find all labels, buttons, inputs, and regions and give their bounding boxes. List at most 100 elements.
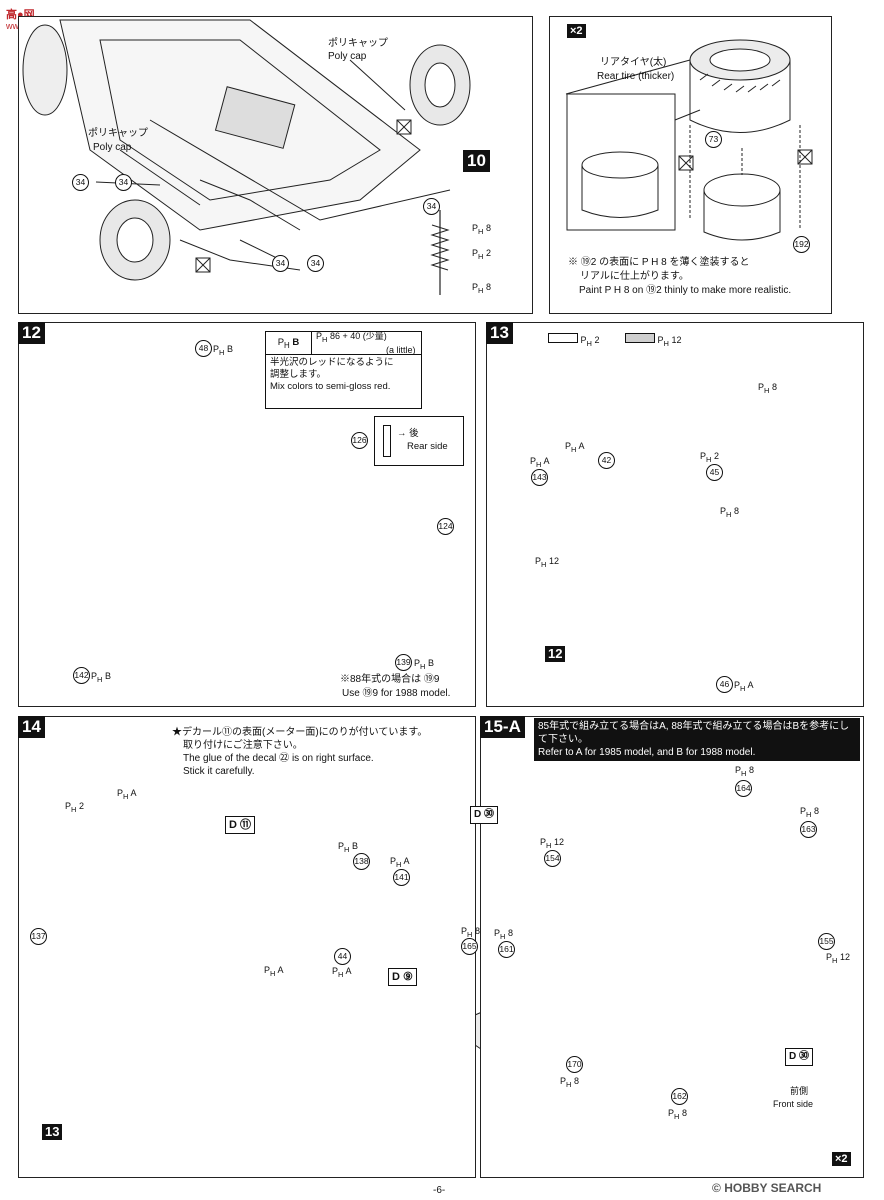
- part-170-paint: PH 8: [560, 1076, 579, 1089]
- polycap-left-en: Poly cap: [93, 142, 132, 153]
- part-170-paint-value: 8: [573, 1076, 579, 1086]
- part-46: 46: [716, 676, 733, 693]
- part-34-shock: 34: [423, 198, 440, 215]
- paint-ph-2-value: 2: [485, 248, 491, 258]
- part-154-paint-value: 12: [553, 837, 564, 847]
- legend-ph-2: PH 2: [548, 333, 599, 350]
- hobby-search-watermark: © HOBBY SEARCH: [712, 1182, 821, 1194]
- part-143-paint: PH A: [530, 456, 550, 469]
- part-lever-paint: PH A: [264, 965, 284, 978]
- step-15-header: 85年式で組み立てる場合はA, 88年式で組み立てる場合はBを参考にして下さい。…: [534, 718, 860, 761]
- step-14-paint-2-value: 2: [78, 801, 84, 811]
- polycap-top-en: Poly cap: [328, 51, 367, 62]
- part-138: 138: [353, 853, 370, 870]
- step-12-note-jp: ※88年式の場合は ⑲9: [340, 674, 440, 685]
- front-side-en: Front side: [773, 1099, 814, 1109]
- warn-en-1: The glue of the decal ㉒ is on right surf…: [183, 753, 374, 764]
- paint-mix-ph-b: PH B: [266, 332, 312, 354]
- step-12-number: 12: [18, 322, 45, 344]
- part-137: 137: [30, 928, 47, 945]
- paint-mix-formula-sub: (a little): [386, 344, 416, 355]
- part-48-paint: PH B: [213, 344, 233, 357]
- part-163-paint: PH 8: [800, 806, 819, 819]
- polycap-left-jp: ポリキャップ: [88, 128, 148, 139]
- part-46-paint: PH A: [734, 680, 754, 693]
- part-42-paint-code: A: [578, 441, 585, 451]
- step-14-number: 14: [18, 716, 45, 738]
- part-45-paint-2: PH 2: [700, 451, 719, 464]
- step-15-number: 15-A: [480, 716, 525, 738]
- decal-9: D ⑨: [388, 968, 417, 986]
- step-13-paint-8-value: 8: [771, 382, 777, 392]
- part-34-c: 34: [272, 255, 289, 272]
- mix-jp-1: 半光沢のレッドになるように: [270, 357, 394, 368]
- rear-side-jp-text: 後: [409, 428, 419, 439]
- part-163: 163: [800, 821, 817, 838]
- part-44-paint: PH A: [332, 966, 352, 979]
- polycap-top-jp: ポリキャップ: [328, 38, 388, 49]
- rear-tire-en: Rear tire (thicker): [597, 71, 675, 82]
- part-170: 170: [566, 1056, 583, 1073]
- step-15-decal-30-inset: D ㉚: [785, 1048, 813, 1066]
- step-13-panel: [486, 322, 864, 707]
- step-12-panel: [18, 322, 476, 707]
- part-155-paint: PH 12: [826, 952, 850, 965]
- rear-tire-note-en: Paint P H 8 on ⑲2 thinly to make more re…: [579, 285, 792, 296]
- paint-ph-8-b: PH 8: [472, 282, 491, 295]
- paint-ph-8-a-value: 8: [485, 223, 491, 233]
- part-141: 141: [393, 869, 410, 886]
- part-73: 73: [705, 131, 722, 148]
- rear-tire-note-jp-1: ※ ⑲2 の表面に P H 8 を薄く塗装すると: [568, 257, 750, 268]
- part-139-paint: PH B: [414, 658, 434, 671]
- mix-en: Mix colors to semi-gloss red.: [270, 381, 391, 392]
- decal-11: D ⑪: [225, 816, 255, 834]
- part-124: 124: [437, 518, 454, 535]
- part-34-d: 34: [307, 255, 324, 272]
- step-13-paint-8: PH 8: [758, 382, 777, 395]
- rear-side-box: → 後 Rear side: [374, 416, 464, 466]
- part-44: 44: [334, 948, 351, 965]
- page-number: -6-: [433, 1185, 446, 1196]
- step-13-paint-12-value: 12: [548, 556, 559, 566]
- part-192: 192: [793, 236, 810, 253]
- part-42: 42: [598, 452, 615, 469]
- part-165: 165: [461, 938, 478, 955]
- step-13-base-12: 12: [545, 646, 566, 662]
- step-13-paint-12: PH 12: [535, 556, 559, 569]
- part-45: 45: [706, 464, 723, 481]
- rear-side-indicator: [383, 425, 391, 457]
- part-141-paint: PH A: [390, 856, 410, 869]
- part-154: 154: [544, 850, 561, 867]
- part-165-paint: PH 8: [461, 926, 480, 939]
- x2-badge: ×2: [567, 24, 586, 38]
- rear-tire-note-jp-2: リアルに仕上がります。: [580, 271, 689, 282]
- part-161: 161: [498, 941, 515, 958]
- part-34-a: 34: [72, 174, 89, 191]
- warn-en-2: Stick it carefully.: [183, 766, 255, 777]
- part-126: 126: [351, 432, 368, 449]
- part-162: 162: [671, 1088, 688, 1105]
- part-45-paint-2-value: 2: [713, 451, 719, 461]
- paint-mix-box: PH B PH 86 + 40 (少量)(a little) 半光沢のレッドにな…: [265, 331, 422, 409]
- part-161-paint: PH 8: [494, 928, 513, 941]
- part-142-paint: PH B: [91, 671, 111, 684]
- legend-ph-2-value: 2: [594, 335, 600, 345]
- warn-jp-2: 取り付けにご注意下さい。: [183, 740, 303, 751]
- paint-mix-ph-b-code: B: [292, 337, 300, 348]
- step-12-note-en: Use ⑲9 for 1988 model.: [342, 688, 451, 699]
- paint-ph-8-a: PH 8: [472, 223, 491, 236]
- legend-ph-12: PH 12: [625, 333, 681, 350]
- paint-mix-row: PH B PH 86 + 40 (少量)(a little): [266, 331, 421, 355]
- paint-ph-8-b-value: 8: [485, 282, 491, 292]
- hobby-search-brand: HOBBY SEARCH: [724, 1181, 822, 1195]
- part-164-paint: PH 8: [735, 765, 754, 778]
- step-10-number: 10: [463, 150, 490, 172]
- part-142: 142: [73, 667, 90, 684]
- warn-jp-1: ★デカール⑪の表面(メーター面)にのりが付いています。: [172, 727, 428, 738]
- part-42-paint: PH A: [565, 441, 585, 454]
- step-13-number: 13: [486, 322, 513, 344]
- part-45-paint-8: PH 8: [720, 506, 739, 519]
- front-side-jp: 前側: [790, 1086, 809, 1096]
- step-15-x2: ×2: [832, 1152, 851, 1166]
- part-155: 155: [818, 933, 835, 950]
